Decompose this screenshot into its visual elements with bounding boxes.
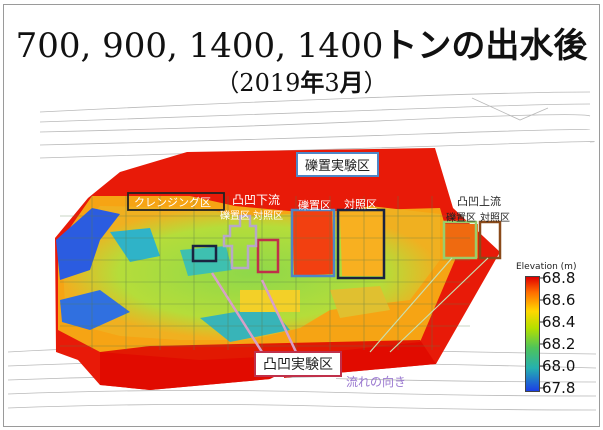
zone-boxes [127,192,502,280]
gravel-zone-mid-label: 礫置区 [298,199,331,212]
colorbar-tick-1: 68.6 [542,291,576,309]
control-zone-box-mid [336,208,386,280]
flow-direction-label: 流れの向き [346,375,407,389]
gravel-experiment-zone-label: 礫置実験区 [296,152,380,177]
colorbar-tick-4: 68.0 [542,357,576,375]
bump-experiment-zone-label: 凸凹実験区 [254,351,342,377]
cleansing-label-box [127,192,225,211]
gravel-zone-box-mid [290,208,336,278]
colorbar-tick-2: 68.4 [542,313,576,331]
pointer-lines [210,272,298,353]
colorbar-tick-0: 68.8 [542,269,576,287]
survey-grid [60,196,470,350]
control-zone-right-label: 対照区 [480,213,510,224]
cleansing-box [191,244,218,263]
gravel-zone-box-right [442,220,478,260]
cleansing-zone-label: クレンジング区 [134,196,211,209]
bump-upstream-label: 凸凹上流 [457,195,501,208]
gravel-control-left-label: 礫置区 対照区 [220,211,284,222]
colorbar-tick-5: 67.8 [542,379,576,397]
upstream-pointer-lines [369,257,489,353]
colorbar [525,276,540,392]
figure-frame [3,4,600,427]
control-zone-mid-label: 対照区 [344,198,377,211]
gravel-zone-right-label: 礫置区 [446,213,476,224]
bump-control-box [256,238,280,274]
bump-downstream-label: 凸凹下流 [232,193,281,207]
figure-title: 700, 900, 1400, 1400トンの出水後 [15,26,588,66]
control-zone-box-right [478,220,502,260]
colorbar-title: Elevation (m) [516,262,577,272]
bump-gravel-box [222,214,258,270]
colorbar-tick-3: 68.2 [542,335,576,353]
figure-subtitle: （2019年3月） [215,69,388,97]
